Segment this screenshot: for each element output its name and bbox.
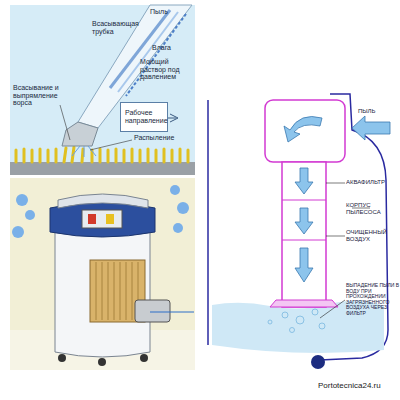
vacuum-top-band bbox=[50, 202, 155, 237]
aquafilter-top bbox=[265, 100, 345, 162]
nozzle-panel bbox=[10, 5, 195, 175]
vacuum-body bbox=[55, 230, 150, 357]
part-label: ВЫПАДЕНИЕ ПЫЛИ В ВОДУ ПРИ ПРОХОЖДЕНИИ ЗА… bbox=[346, 283, 400, 316]
part-label: ОЧИЩЕННЫЙ ВОЗДУХ bbox=[346, 229, 400, 242]
carpet-pile bbox=[16, 147, 188, 162]
control-panel bbox=[82, 210, 122, 228]
nozzle-head bbox=[62, 122, 98, 146]
leader-line bbox=[60, 105, 70, 140]
filter-pleats bbox=[96, 262, 138, 320]
column-divider bbox=[282, 240, 326, 241]
part-label: Всасывающая трубка bbox=[92, 20, 140, 35]
leader-line bbox=[90, 140, 132, 150]
carpet-base bbox=[10, 162, 195, 175]
panel-background bbox=[10, 5, 195, 175]
box-text: Рабочее направление bbox=[125, 109, 163, 124]
part-label: Влага bbox=[152, 44, 192, 52]
part-label: Распыление bbox=[134, 134, 192, 142]
down-arrows bbox=[295, 168, 313, 282]
part-label: Моющий раствор под давлением bbox=[140, 58, 194, 81]
part-label: КОРПУС ПЫЛЕСОСА bbox=[346, 202, 400, 215]
vacuum-panel bbox=[10, 178, 195, 370]
housing-wall bbox=[207, 100, 209, 345]
direction-box: Рабочее направление bbox=[120, 102, 168, 132]
aquafilter-column bbox=[282, 162, 326, 307]
watermark: Portotecnica24.ru bbox=[318, 382, 400, 391]
part-label: Всасывание и выпрямление ворса bbox=[13, 84, 63, 107]
part-label: АКВАФИЛЬТР bbox=[346, 179, 400, 186]
hose-connector bbox=[135, 300, 170, 322]
indicator-light bbox=[88, 214, 96, 224]
flow-arrow bbox=[284, 117, 322, 143]
indicator-light bbox=[106, 214, 114, 224]
vacuum-lid bbox=[58, 194, 148, 208]
flower-decor bbox=[12, 185, 189, 238]
part-label: Пыль bbox=[150, 8, 190, 16]
pointer-line bbox=[150, 312, 194, 313]
column-divider bbox=[282, 200, 326, 201]
aquafilter-base bbox=[270, 300, 338, 307]
dust-inlet-arrow bbox=[352, 116, 390, 140]
part-label: ПЫЛЬ bbox=[358, 108, 398, 115]
wheel bbox=[311, 355, 325, 369]
bubbles bbox=[268, 309, 325, 333]
panel-background bbox=[10, 178, 195, 370]
wheels bbox=[58, 354, 148, 366]
spray-lines bbox=[72, 146, 96, 157]
